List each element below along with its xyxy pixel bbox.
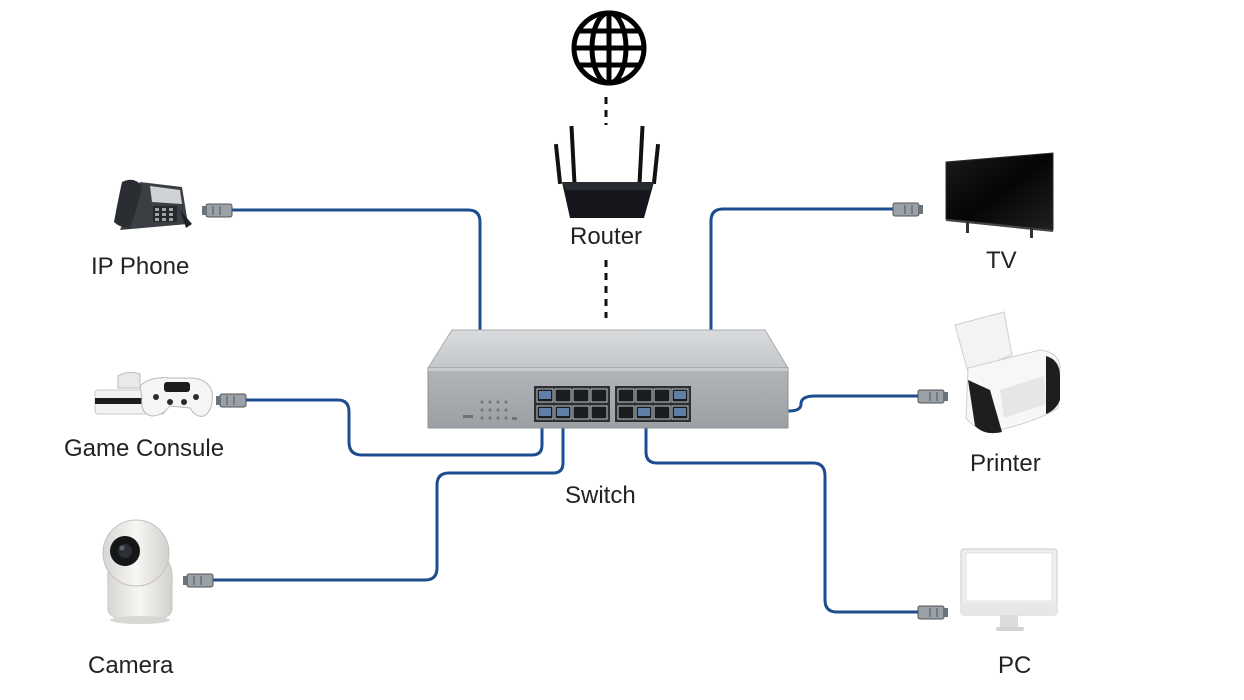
pc-label: PC (998, 652, 1032, 679)
security-camera-icon (102, 519, 173, 624)
cable-game-console (243, 398, 544, 457)
desk-phone-icon (114, 179, 192, 230)
connector-pc (917, 605, 948, 620)
printer-label: Printer (970, 450, 1041, 477)
network-switch-icon (427, 329, 789, 429)
connector-camera (183, 573, 214, 588)
connector-tv (892, 202, 923, 217)
globe-icon (571, 10, 647, 86)
printer-icon (954, 311, 1061, 434)
tv-label: TV (986, 247, 1017, 274)
cable-pc (644, 418, 920, 614)
camera-label: Camera (88, 652, 174, 679)
ip-phone-label: IP Phone (91, 253, 190, 280)
router-label: Router (570, 223, 643, 250)
switch-label: Switch (565, 482, 636, 509)
tv-icon (945, 152, 1054, 238)
game-console-icon (94, 371, 213, 417)
router-icon (553, 125, 661, 218)
game-console-label: Game Consule (64, 435, 225, 462)
connector-ip-phone (202, 203, 233, 218)
cable-printer (688, 394, 920, 413)
cable-camera (209, 416, 565, 582)
monitor-icon (960, 548, 1058, 631)
connector-printer (917, 389, 948, 404)
connector-game-console (216, 393, 247, 408)
